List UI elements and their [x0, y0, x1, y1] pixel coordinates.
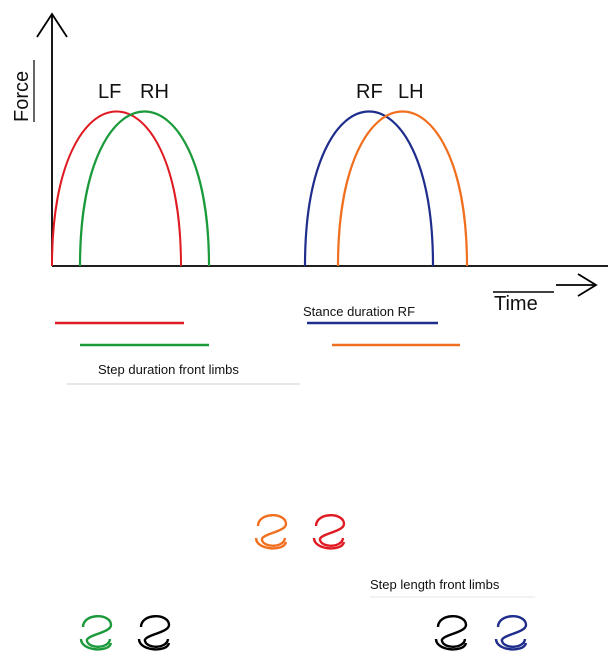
y-axis-title: Force [11, 71, 33, 122]
step-duration-label: Step duration front limbs [98, 362, 239, 377]
curve-rh [78, 110, 211, 267]
footprint-neutral-right [434, 615, 468, 651]
curve-rf [303, 110, 435, 267]
label-lh: LH [398, 81, 424, 103]
label-rh: RH [140, 81, 169, 103]
step-length-label: Step length front limbs [370, 577, 500, 592]
stance-duration-label: Stance duration RF [303, 304, 415, 319]
footprint-rf [494, 615, 528, 651]
footprint-lh [254, 514, 288, 550]
footprint-rh [79, 615, 113, 651]
curve-lf [51, 110, 182, 267]
y-axis-arrowhead [36, 12, 68, 38]
footprint-neutral-left [137, 615, 171, 651]
label-rf: RF [356, 81, 383, 103]
label-lf: LF [98, 81, 121, 103]
curve-lh [336, 110, 469, 267]
footprint-lf [312, 514, 346, 550]
x-axis-title: Time [494, 293, 538, 315]
